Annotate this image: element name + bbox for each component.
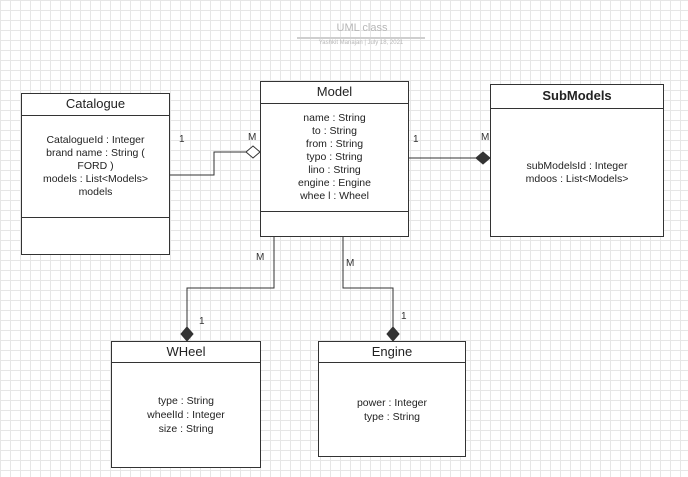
attribute: mdoos : List<Models> — [525, 173, 629, 185]
class-attributes: name : String to : String from : String … — [261, 104, 408, 212]
attribute: lino : String — [308, 164, 361, 176]
attribute: type : String — [157, 395, 215, 407]
multiplicity-label: M — [481, 132, 490, 143]
composition-diamond-submodels — [475, 151, 491, 165]
class-attributes: subModelsId : Integer mdoos : List<Model… — [491, 109, 663, 237]
class-name: SubModels — [491, 85, 663, 109]
attribute: engine : Engine — [298, 177, 371, 189]
attribute: wheelId : Integer — [147, 409, 225, 421]
aggregation-diamond — [245, 145, 261, 159]
attribute: to : String — [312, 125, 357, 137]
class-model[interactable]: Model name : String to : String from : S… — [260, 81, 409, 237]
class-wheel[interactable]: WHeel type : String wheelId : Integer si… — [111, 341, 261, 468]
attribute: type : String — [363, 410, 421, 423]
composition-diamond-engine — [386, 326, 400, 342]
title-underline — [297, 37, 425, 39]
composition-diamond-wheel — [180, 326, 194, 342]
model-wheel-association[interactable] — [186, 237, 275, 327]
multiplicity-label: M — [256, 252, 265, 263]
class-name: WHeel — [112, 342, 260, 363]
class-attributes: power : Integer type : String — [319, 363, 465, 456]
class-engine[interactable]: Engine power : Integer type : String — [318, 341, 466, 457]
attribute: size : String — [158, 423, 214, 435]
document-title: UML class — [336, 22, 388, 34]
attribute: FORD ) — [77, 160, 114, 172]
multiplicity-label: 1 — [179, 134, 185, 145]
attribute: models — [78, 186, 113, 198]
class-name: Model — [261, 82, 408, 104]
attribute: whee l : Wheel — [300, 190, 369, 202]
catalogue-model-association[interactable] — [170, 151, 246, 176]
class-name: Engine — [319, 342, 465, 363]
attribute: power : Integer — [356, 396, 428, 409]
class-name: Catalogue — [22, 94, 169, 116]
multiplicity-label: 1 — [413, 134, 419, 145]
class-attributes: type : String wheelId : Integer size : S… — [112, 363, 260, 467]
document-meta: Yashkit Manajan | July 18, 2021 — [318, 40, 404, 46]
class-attributes: CatalogueId : Integer brand name : Strin… — [22, 116, 169, 218]
attribute: CatalogueId : Integer — [46, 134, 145, 146]
attribute: brand name : String ( — [46, 147, 145, 159]
attribute: subModelsId : Integer — [526, 160, 628, 172]
attribute: name : String — [303, 112, 366, 124]
multiplicity-label: 1 — [199, 316, 205, 327]
class-submodels[interactable]: SubModels subModelsId : Integer mdoos : … — [490, 84, 664, 237]
class-catalogue[interactable]: Catalogue CatalogueId : Integer brand na… — [21, 93, 170, 255]
multiplicity-label: 1 — [401, 311, 407, 322]
attribute: from : String — [305, 138, 364, 150]
attribute: models : List<Models> — [42, 173, 149, 185]
model-engine-association[interactable] — [342, 237, 394, 327]
multiplicity-label: M — [346, 258, 355, 269]
multiplicity-label: M — [248, 132, 257, 143]
attribute: typo : String — [306, 151, 363, 163]
